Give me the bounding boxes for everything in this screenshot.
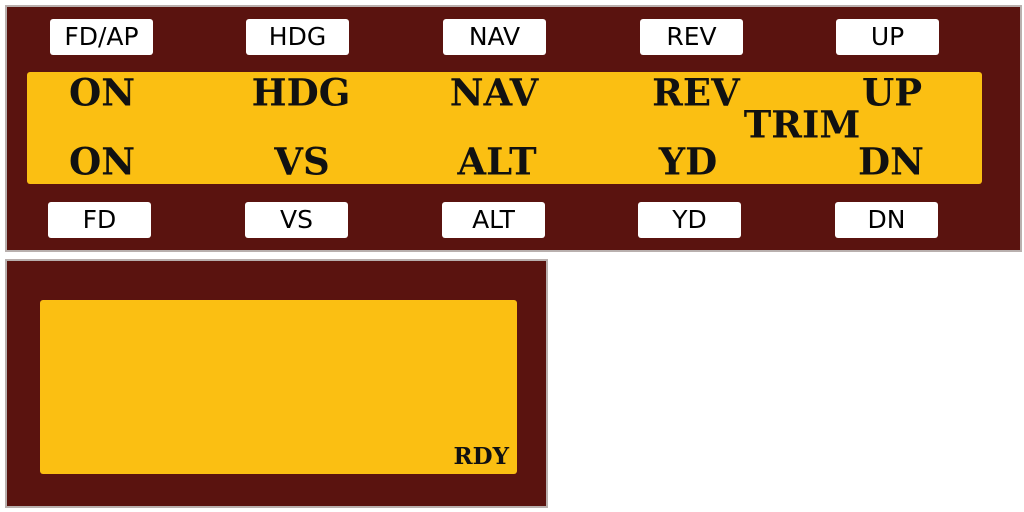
annunciator-trim-up: UP [861,70,923,115]
fd-button[interactable]: FD [48,202,151,238]
annunciator-alt: ALT [457,139,537,184]
annunciator-fd-on: ON [68,139,136,184]
annunciator-trim: TRIM [743,102,861,147]
ready-status: RDY [453,443,509,470]
secondary-display: RDY [40,300,517,474]
nav-button[interactable]: NAV [443,19,546,55]
secondary-display-panel: RDY [5,259,548,508]
alt-button[interactable]: ALT [442,202,545,238]
fd-ap-button[interactable]: FD/AP [50,19,153,55]
annunciator-trim-dn: DN [858,139,924,184]
annunciator-nav: NAV [449,70,539,115]
rev-button[interactable]: REV [640,19,743,55]
annunciator-ap-on: ON [68,70,136,115]
trim-up-button[interactable]: UP [836,19,939,55]
annunciator-vs: VS [274,139,330,184]
annunciator-hdg: HDG [251,70,351,115]
hdg-button[interactable]: HDG [246,19,349,55]
annunciator-rev: REV [652,70,740,115]
yd-button[interactable]: YD [638,202,741,238]
annunciator-display [27,72,982,184]
vs-button[interactable]: VS [245,202,348,238]
trim-dn-button[interactable]: DN [835,202,938,238]
annunciator-yd: YD [658,139,718,184]
